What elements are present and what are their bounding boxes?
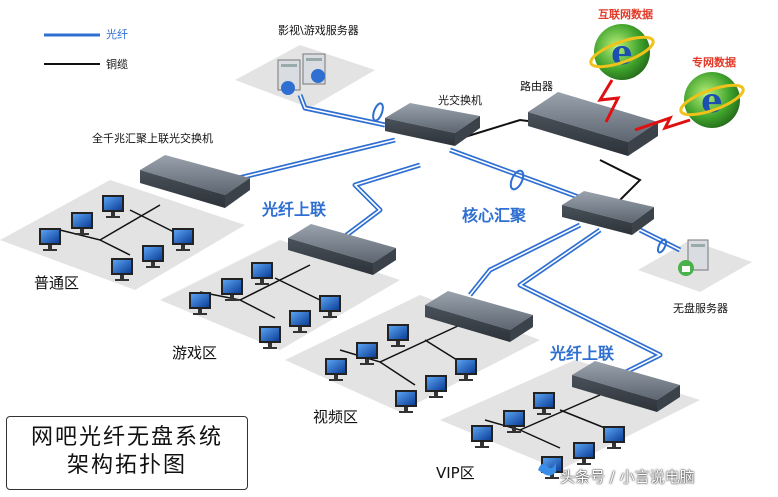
- switch-vip: [572, 361, 680, 412]
- zone-platform-gaming: [160, 240, 400, 350]
- router-label: 路由器: [520, 80, 553, 93]
- internet-globe-icon: e: [589, 24, 655, 80]
- core-aggregation-label: 核心汇聚: [462, 206, 527, 225]
- watermark-icon: [538, 462, 556, 476]
- fiber-uplink-label-1: 光纤上联: [262, 200, 327, 219]
- optical-switch-label: 光交换机: [438, 94, 482, 107]
- fiber-uplink-label-2: 光纤上联: [550, 344, 615, 363]
- lightning-internet: [597, 79, 621, 123]
- aggregation-switch-label: 全千兆汇聚上联光交换机: [92, 132, 213, 145]
- legend-fiber-label: 光纤: [106, 28, 128, 41]
- diskless-server-icon: [678, 239, 709, 276]
- zone-platform-vip: [440, 360, 700, 470]
- fiber-link-optical-gaming: [338, 162, 421, 242]
- diagram-title-box: 网吧光纤无盘系统 架构拓扑图: [6, 416, 248, 490]
- zone-vip-label: VIP区: [436, 464, 475, 482]
- lightning-private: [634, 115, 691, 132]
- watermark-text: 头条号 / 小言说电脑: [560, 468, 695, 486]
- zone-normal-label: 普通区: [34, 274, 80, 292]
- zone-video-label: 视频区: [313, 408, 359, 426]
- switch-aggregation: [140, 155, 250, 208]
- router-device: [528, 92, 658, 156]
- zone-platform-normal: [0, 180, 245, 290]
- switch-optical: [385, 103, 480, 146]
- zone-gaming-label: 游戏区: [172, 344, 218, 362]
- server-icon: [277, 53, 326, 95]
- media-game-server-label: 影视\游戏服务器: [278, 24, 359, 37]
- diagram-title-line1: 网吧光纤无盘系统: [30, 425, 223, 450]
- internet-data-label: 互联网数据: [598, 8, 653, 21]
- fiber-connector-icon: [372, 102, 668, 254]
- legend-copper-label: 铜缆: [106, 58, 128, 71]
- switch-video: [425, 291, 533, 342]
- diagram-title-line2: 架构拓扑图: [66, 453, 187, 478]
- switch-gaming: [288, 224, 396, 275]
- diskless-server-label: 无盘服务器: [673, 302, 728, 315]
- switch-core: [562, 191, 654, 235]
- private-network-globe-icon: e: [679, 72, 745, 128]
- private-network-data-label: 专网数据: [692, 56, 736, 69]
